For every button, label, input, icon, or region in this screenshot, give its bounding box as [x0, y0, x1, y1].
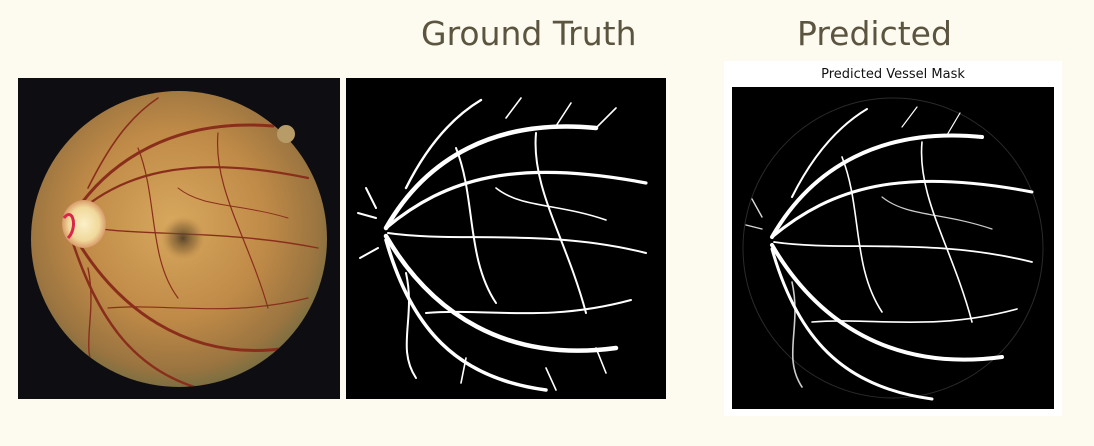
predicted-figure: Predicted Vessel Mask [724, 61, 1062, 416]
ground-truth-mask-image [346, 78, 666, 399]
fundus-image [18, 78, 340, 399]
predicted-mask-image [732, 87, 1054, 409]
figure-title: Predicted Vessel Mask [821, 67, 965, 82]
ground-truth-heading: Ground Truth [421, 14, 637, 53]
predicted-heading: Predicted [797, 14, 952, 53]
